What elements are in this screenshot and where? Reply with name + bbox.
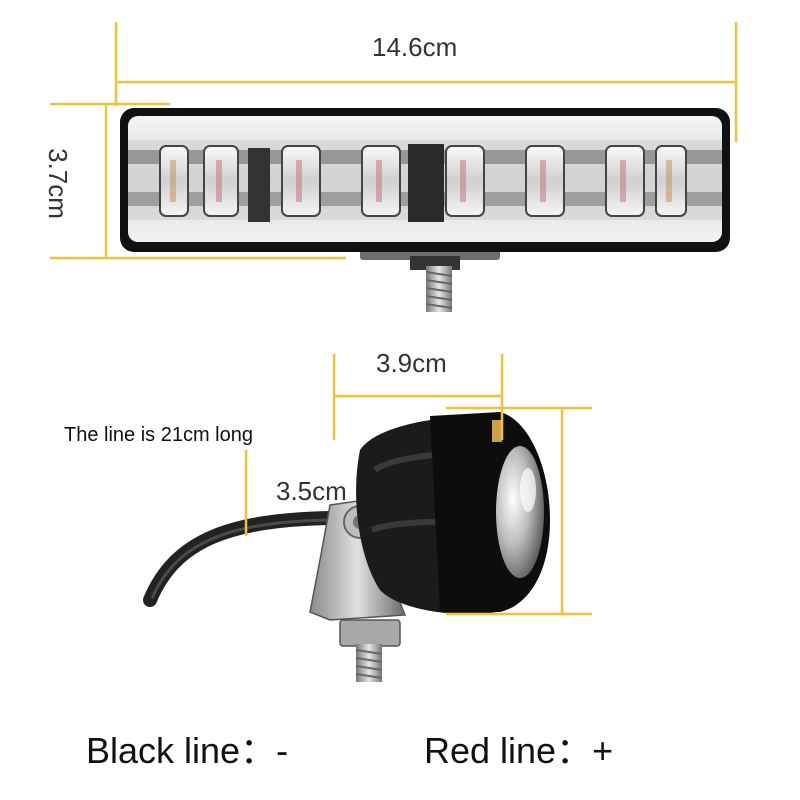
led-cells — [159, 145, 687, 217]
side-height-label: 3.5cm — [276, 476, 347, 506]
dimension-lines-side — [244, 354, 592, 616]
side-width-label: 3.9cm — [376, 348, 447, 378]
mounting-bolt — [425, 266, 453, 312]
red-line-legend: Red line：+ — [424, 730, 614, 771]
cable-length-note: The line is 21cm long — [64, 424, 253, 446]
length-label: 14.6cm — [372, 32, 458, 62]
light-bar — [120, 108, 730, 312]
side-view-light — [143, 412, 550, 682]
dimension-lines-top — [50, 22, 738, 260]
height-label: 3.7cm — [42, 148, 73, 219]
black-line-legend: Black line：- — [86, 730, 289, 771]
